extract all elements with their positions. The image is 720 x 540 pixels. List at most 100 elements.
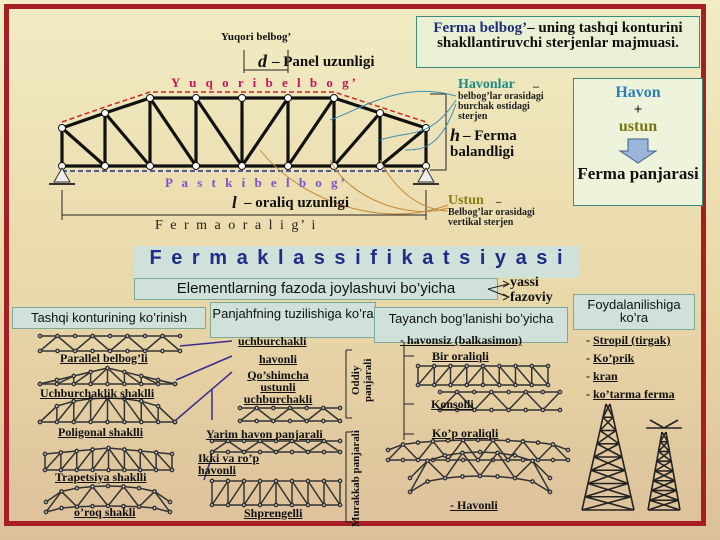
truss-member [462, 475, 481, 478]
truss-node [169, 467, 175, 473]
truss-node [90, 333, 95, 339]
truss-node [172, 419, 178, 425]
truss-node [138, 419, 144, 425]
truss-node [105, 503, 111, 509]
truss-node [565, 457, 571, 463]
truss-node [489, 407, 494, 413]
support-item-multi-span: Ko’p oraliqli [432, 426, 499, 440]
truss-node [430, 438, 436, 444]
truss-node [54, 403, 60, 409]
truss-node [305, 449, 311, 455]
ustun-leader-lines [259, 149, 449, 215]
slide-frame [4, 4, 706, 526]
truss-member [514, 365, 533, 386]
truss-node [106, 467, 111, 473]
truss-member [490, 391, 510, 411]
truss-member [531, 365, 549, 386]
truss-node [125, 348, 130, 354]
lattice-item-diagonal: havonli [258, 352, 297, 366]
tower-brace [652, 470, 674, 482]
plus-sign: + [633, 102, 643, 118]
definition-term: Ferma belbog’ [433, 20, 528, 36]
truss-node [287, 405, 293, 411]
truss-member [107, 486, 125, 507]
truss-node [530, 479, 535, 484]
truss-node [523, 389, 529, 395]
span-dimension-line [61, 190, 427, 220]
diagonal-member [240, 96, 290, 168]
truss-node [138, 381, 144, 387]
truss-node [138, 373, 144, 379]
truss-node [545, 382, 551, 388]
truss-node [270, 405, 276, 411]
truss-node [520, 438, 526, 444]
truss-member [387, 443, 404, 461]
truss-member [479, 451, 498, 454]
truss-member [552, 443, 569, 461]
outline-parallel-diagram [37, 333, 183, 354]
truss-node [415, 363, 421, 369]
truss-node [431, 363, 437, 369]
upper-chord-member [103, 96, 152, 115]
truss-node [146, 94, 154, 102]
truss-node [471, 389, 477, 395]
truss-member [92, 485, 109, 488]
truss-node [225, 438, 231, 444]
truss-node [122, 369, 127, 375]
truss-node [90, 447, 95, 452]
truss-member [433, 365, 452, 386]
truss-node [74, 448, 80, 454]
truss-member [427, 454, 446, 462]
truss-node [257, 502, 263, 508]
diagonal-member [148, 96, 198, 168]
truss-node [90, 503, 95, 509]
truss-node [415, 382, 421, 388]
panel-length-label: – Panel uzunligi [272, 54, 375, 70]
truss-node [431, 382, 437, 388]
truss-node [122, 447, 127, 452]
truss-node [305, 438, 311, 444]
truss-member [402, 443, 419, 461]
truss-node [407, 475, 413, 481]
truss-member [482, 365, 500, 386]
truss-node [540, 407, 546, 413]
lattice-definition-box: Havon + ustun Ferma panjarasi [573, 78, 703, 206]
truss-member [514, 477, 533, 483]
truss-member [122, 486, 140, 508]
tower-brace [587, 469, 626, 485]
truss-node [337, 478, 343, 484]
truss-member [73, 371, 91, 377]
tower-brace [658, 450, 672, 462]
upper-chord-member [60, 111, 107, 130]
truss-member [211, 480, 229, 506]
left-support-icon [53, 166, 71, 183]
truss-node [477, 449, 483, 455]
lattice-bracket [345, 349, 352, 523]
ustun-dash: – [496, 196, 502, 208]
truss-node [513, 363, 518, 369]
panel-dimension-bracket [243, 50, 289, 73]
truss-member [140, 400, 159, 423]
truss-member [479, 452, 499, 477]
truss-node [284, 94, 292, 102]
truss-node [106, 445, 111, 451]
truss-node [105, 365, 110, 371]
tower-brace [602, 416, 617, 432]
truss-node [237, 418, 243, 424]
truss-node [42, 467, 48, 473]
truss-node [496, 382, 502, 388]
outline-item-triangular: Uchburchaklik shaklli [40, 386, 155, 400]
definition-text: – uning tashqi konturini shakllantiruvch… [437, 20, 683, 51]
truss-node [238, 162, 246, 170]
truss-node [270, 418, 276, 424]
tower-brace [656, 460, 674, 472]
truss-node [321, 502, 327, 508]
truss-node [155, 419, 161, 425]
truss-node [225, 502, 231, 508]
truss-member [90, 367, 108, 373]
truss-node [513, 382, 518, 388]
truss-node [496, 363, 502, 369]
tower-brace [659, 431, 667, 443]
